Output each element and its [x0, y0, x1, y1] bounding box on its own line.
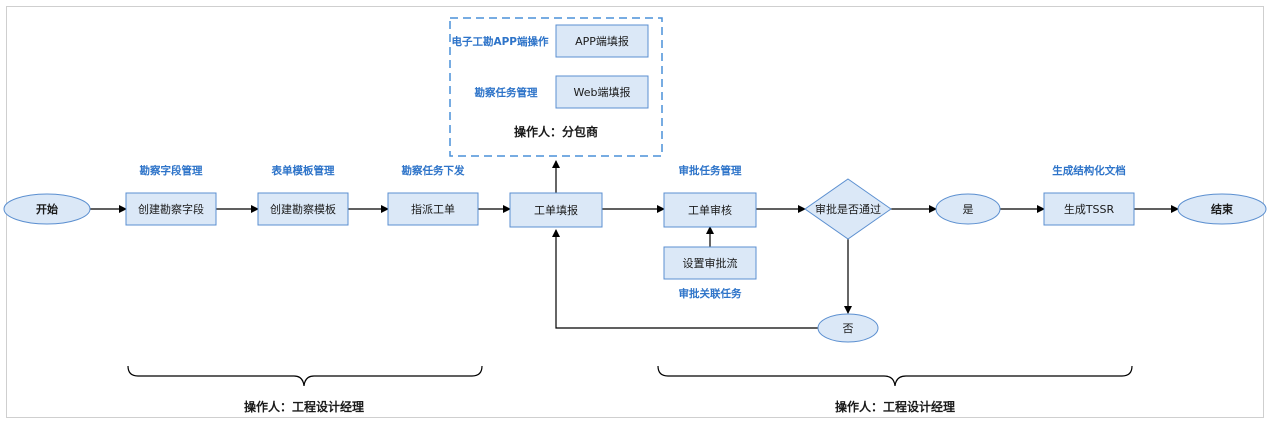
subcontractor-operator-label: 操作人：分包商	[514, 124, 598, 139]
fill-order-node	[509, 192, 603, 228]
generate-doc-caption: 生成结构化文档	[1052, 164, 1126, 177]
generate-tssr-node	[1043, 192, 1135, 226]
end-node	[1177, 193, 1267, 225]
yes-node	[935, 193, 1001, 225]
review-order-label: 工单审核	[688, 203, 732, 217]
edge-no-back-to-fill	[552, 229, 818, 329]
assign-order-label: 指派工单	[411, 202, 455, 216]
web-fill-label: Web端填报	[574, 85, 631, 99]
app-operation-caption: 电子工勘APP端操作	[451, 35, 549, 48]
app-fill-node	[555, 24, 649, 58]
start-node	[3, 193, 91, 225]
app-fill-label: APP端填报	[575, 34, 629, 48]
start-node-label: 开始	[36, 202, 58, 216]
template-mgmt-caption: 表单模板管理	[271, 164, 335, 177]
web-fill-node	[555, 75, 649, 109]
field-mgmt-caption: 勘察字段管理	[140, 164, 203, 177]
end-node-label: 结束	[1210, 202, 1234, 216]
left-group-brace	[127, 365, 483, 387]
no-label: 否	[843, 322, 854, 335]
create-template-node	[257, 192, 349, 226]
create-field-node	[125, 192, 217, 226]
right-group-brace	[657, 365, 1133, 387]
approval-related-task-caption: 审批关联任务	[679, 287, 742, 300]
create-field-label: 创建勘察字段	[138, 202, 204, 216]
left-group-operator-label: 操作人：工程设计经理	[244, 399, 364, 414]
task-dispatch-caption: 勘察任务下发	[402, 164, 465, 177]
assign-order-node	[387, 192, 479, 226]
review-order-node	[663, 192, 757, 228]
approval-decision-node	[804, 178, 892, 240]
no-node	[817, 313, 879, 343]
subcontractor-region	[449, 17, 663, 157]
create-template-label: 创建勘察模板	[270, 202, 336, 216]
generate-tssr-label: 生成TSSR	[1064, 202, 1115, 216]
survey-task-mgmt-caption: 勘察任务管理	[475, 86, 538, 99]
fill-order-label: 工单填报	[534, 203, 578, 217]
approval-task-mgmt-caption: 审批任务管理	[679, 164, 742, 177]
yes-label: 是	[963, 203, 974, 216]
set-approval-flow-label: 设置审批流	[683, 256, 738, 270]
set-approval-flow-node	[663, 246, 757, 280]
right-group-operator-label: 操作人：工程设计经理	[835, 399, 955, 414]
approval-decision-label: 审批是否通过	[815, 202, 881, 216]
